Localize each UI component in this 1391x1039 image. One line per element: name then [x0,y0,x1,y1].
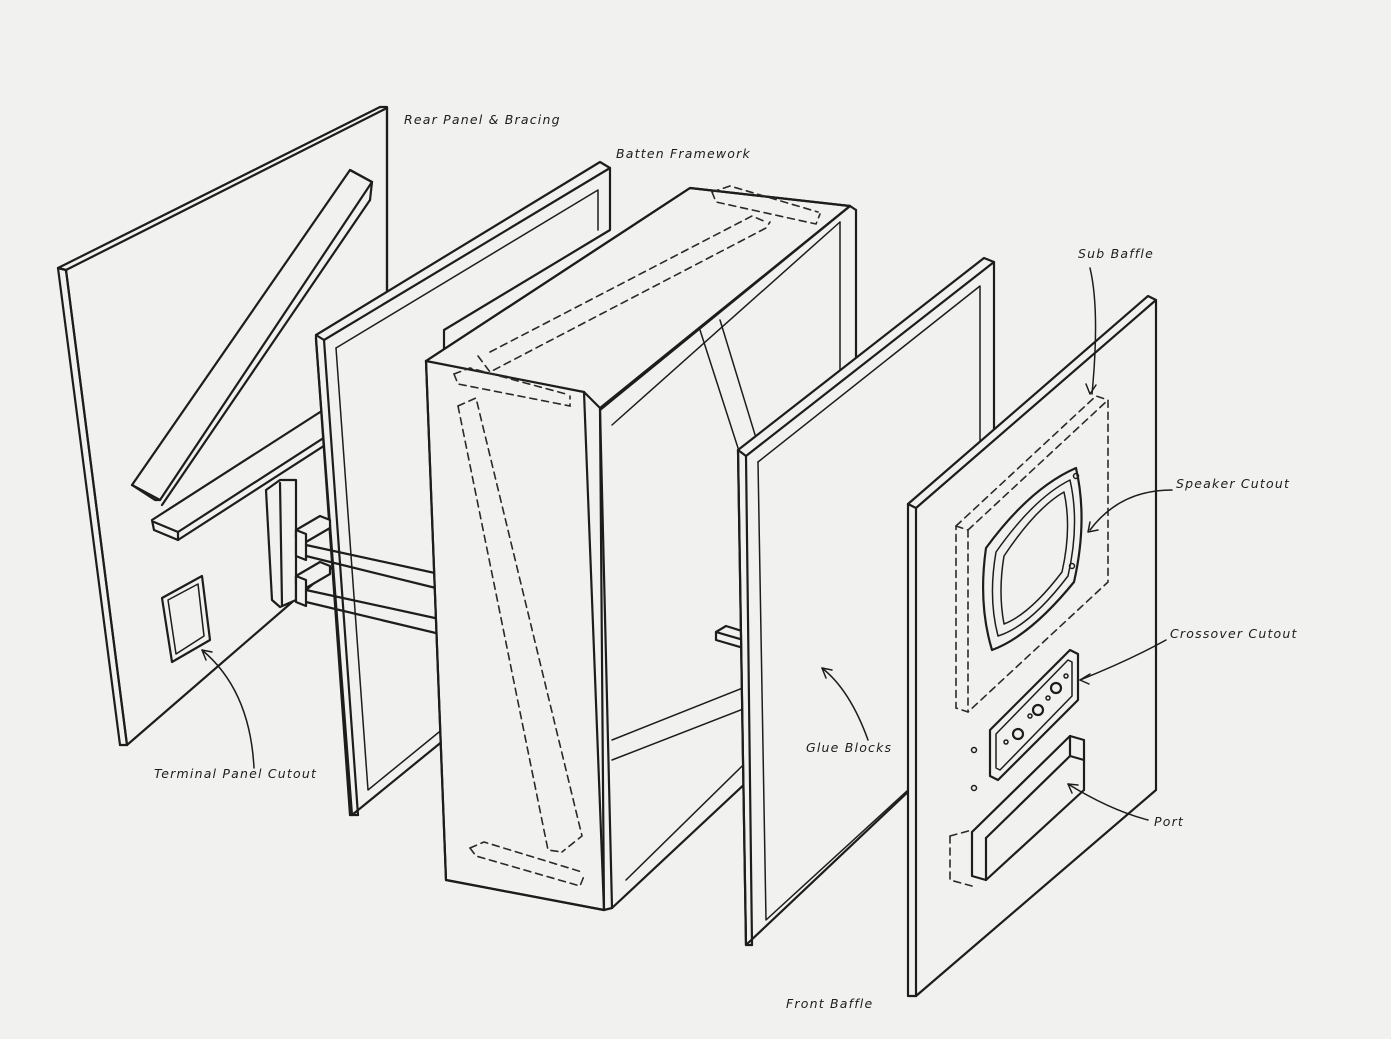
leader-lines [201,267,1173,821]
vertical-brace [264,478,298,609]
glue-blocks-left [294,514,446,637]
label-sub-baffle: Sub Baffle [1078,246,1154,261]
diagonal-brace [130,168,374,507]
batten-framework [314,160,612,817]
terminal-cutout [160,574,212,664]
label-glue-blocks: Glue Blocks [806,740,893,755]
speaker-cutout [981,466,1083,652]
hidden-battens [453,185,821,887]
label-crossover-cutout: Crossover Cutout [1170,626,1298,641]
label-speaker-cutout: Speaker Cutout [1176,476,1291,491]
front-baffle [906,294,1158,998]
label-front-baffle: Front Baffle [786,996,874,1011]
port [949,734,1086,887]
label-batten-framework: Batten Framework [616,146,751,161]
label-port: Port [1154,814,1185,829]
crossover-cutout [970,648,1080,792]
sub-baffle [955,395,1109,713]
label-rear-panel: Rear Panel & Bracing [404,112,561,127]
label-terminal-panel-cutout: Terminal Panel Cutout [154,766,318,781]
